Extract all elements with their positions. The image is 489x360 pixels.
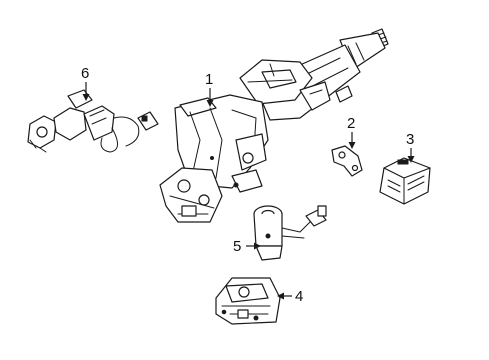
lock-cylinder-part-5	[253, 205, 327, 261]
callout-6: 6	[81, 65, 89, 82]
leader-lines	[82, 82, 415, 300]
callout-3: 3	[406, 131, 414, 148]
callout-2: 2	[347, 115, 355, 132]
steering-column-assembly	[159, 28, 389, 223]
bracket-part-2	[331, 145, 363, 177]
callout-4: 4	[295, 288, 303, 305]
switch-harness-part-6	[27, 89, 159, 153]
callout-5: 5	[233, 238, 241, 255]
switch-module-part-3	[379, 157, 431, 205]
control-module-part-4	[215, 277, 281, 325]
callout-1: 1	[205, 71, 213, 88]
